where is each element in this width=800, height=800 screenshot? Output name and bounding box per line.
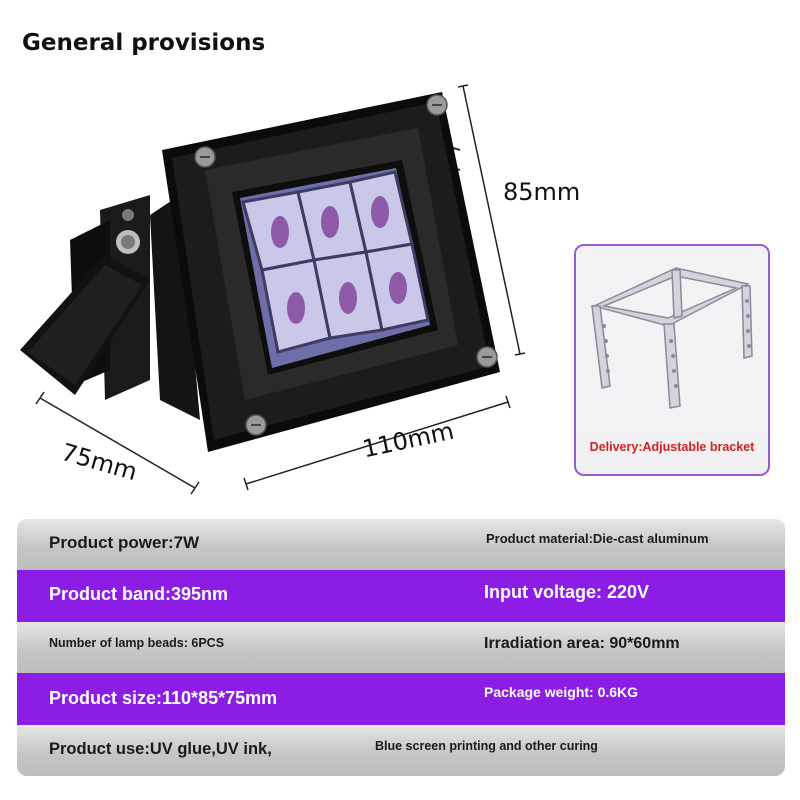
bracket-caption: Delivery:Adjustable bracket <box>589 440 755 454</box>
height-dimension-label: 85mm <box>503 178 581 206</box>
spec-irradiation: Irradiation area: 90*60mm <box>484 634 680 652</box>
uv-lamp-image <box>20 84 526 495</box>
spec-material: Product material:Die-cast aluminum <box>486 531 709 546</box>
spec-size: Product size:110*85*75mm <box>49 688 278 709</box>
adjustable-bracket-image <box>576 246 768 426</box>
spec-voltage: Input voltage: 220V <box>484 582 650 603</box>
spec-beads: Number of lamp beads: 6PCS <box>49 635 225 650</box>
page-title: General provisions <box>22 30 266 56</box>
spec-power: Product power:7W <box>49 533 200 552</box>
spec-row-band: Product band:395nm Input voltage: 220V <box>17 570 785 622</box>
spec-use: Product use:UV glue,UV ink, <box>49 739 272 758</box>
spec-use-continued: Blue screen printing and other curing <box>375 738 598 753</box>
spec-weight: Package weight: 0.6KG <box>484 684 639 701</box>
spec-row-size: Product size:110*85*75mm Package weight:… <box>17 673 785 725</box>
spec-row-power: Product power:7W Product material:Die-ca… <box>17 519 785 571</box>
spec-row-beads: Number of lamp beads: 6PCS Irradiation a… <box>17 621 785 674</box>
spec-table: Product power:7W Product material:Die-ca… <box>17 519 785 776</box>
spec-band: Product band:395nm <box>49 584 229 605</box>
spec-row-use: Product use:UV glue,UV ink, Blue screen … <box>17 724 785 776</box>
bracket-card: Delivery:Adjustable bracket <box>574 244 770 476</box>
